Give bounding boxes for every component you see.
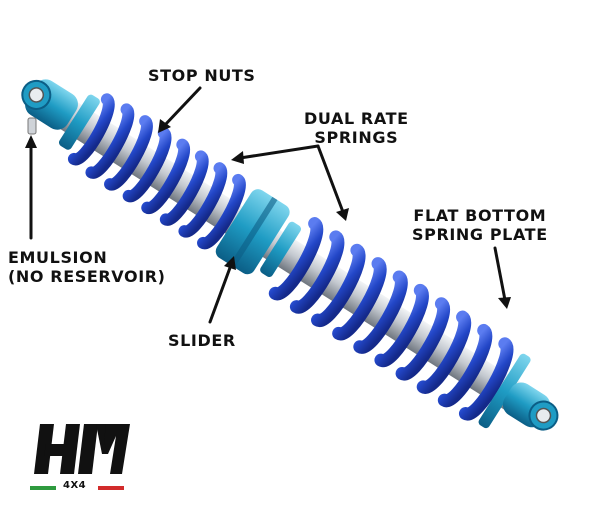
label-slider-text: SLIDER xyxy=(168,331,236,350)
label-flat-bottom-spring-plate: FLAT BOTTOM SPRING PLATE xyxy=(412,206,548,244)
bottom-eyelet xyxy=(502,382,559,431)
label-dual-rate-springs: DUAL RATE SPRINGS xyxy=(304,109,409,147)
label-flat-bottom-line2: SPRING PLATE xyxy=(412,225,548,244)
label-stop-nuts: STOP NUTS xyxy=(148,66,256,85)
italian-flag-stripes xyxy=(30,486,124,490)
top-eyelet xyxy=(21,79,78,130)
logo-mark xyxy=(34,424,130,474)
flat-bottom-spring-plate xyxy=(478,353,531,429)
label-dual-rate-line2: SPRINGS xyxy=(314,128,399,147)
label-emulsion: EMULSION (NO RESERVOIR) xyxy=(8,248,166,286)
emulsion-valve xyxy=(27,117,37,135)
callout-arrows xyxy=(25,86,511,324)
stop-nut xyxy=(58,94,100,150)
label-emulsion-line2: (NO RESERVOIR) xyxy=(8,267,166,286)
slider-collar xyxy=(215,189,302,277)
label-stop-nuts-text: STOP NUTS xyxy=(148,66,256,85)
lower-spring xyxy=(268,217,514,421)
upper-spring xyxy=(67,93,246,249)
label-slider: SLIDER xyxy=(168,331,236,350)
shock-absorber xyxy=(21,79,559,431)
hm-4x4-logo xyxy=(30,424,130,490)
label-dual-rate-line1: DUAL RATE xyxy=(304,109,409,128)
label-emulsion-line1: EMULSION xyxy=(8,248,108,267)
logo-4x4-text: 4X4 xyxy=(63,480,87,491)
label-flat-bottom-line1: FLAT BOTTOM xyxy=(413,206,547,225)
